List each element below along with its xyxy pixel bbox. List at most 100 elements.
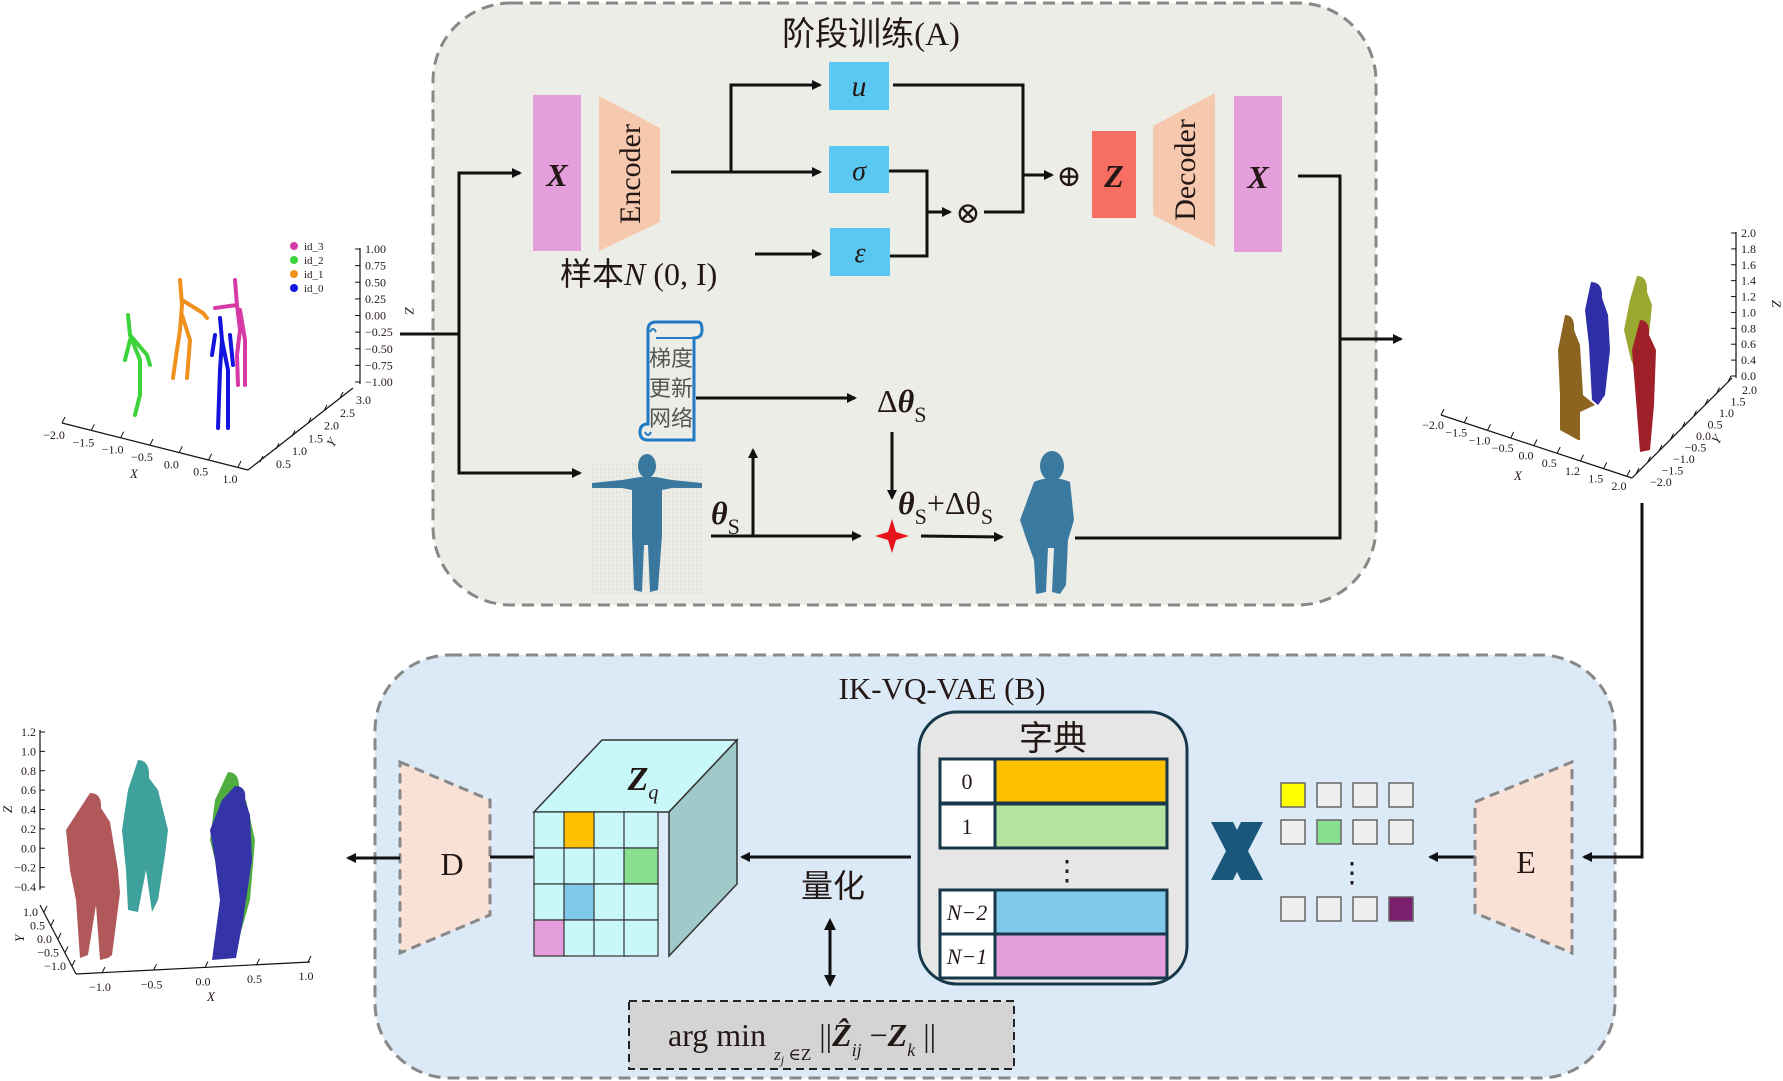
axis-tick-label: 2.5 (340, 406, 355, 420)
axis-tick-label: −1.00 (365, 375, 393, 389)
dictionary-row: 1 (938, 802, 1169, 850)
axis-tick-label: 0.2 (21, 822, 36, 836)
encoded-ellipsis: ⋮ (1338, 858, 1366, 889)
zq-cell (563, 847, 599, 885)
zq-cell (593, 847, 629, 885)
dictionary-codebook: 字典 01N−2N−1 ⋮ (917, 710, 1189, 986)
axis-tick-label: −0.50 (365, 342, 393, 356)
mu-block: u (829, 62, 889, 110)
axis-tick-label: 1.0 (23, 905, 38, 919)
axis-tick-label: 0.75 (365, 259, 386, 273)
axis-tick-label: 0.6 (21, 783, 36, 797)
axis-tick-label: 2.0 (1742, 383, 1757, 397)
axis-tick-label: 1.2 (21, 725, 36, 739)
epsilon-block: ε (830, 228, 890, 276)
stage-b-panel: IK-VQ-VAE (B) D Zq 量化 arg minzj ∈Z||Ẑij … (346, 653, 1617, 1080)
theta-plus-delta-label: θS+ΔθS (898, 485, 993, 529)
encoded-cell (1316, 819, 1342, 845)
skeleton-3d-plot: id_3id_2id_1id_0 1.000.750.500.250.00−0.… (43, 241, 417, 486)
svg-text:Z: Z (0, 805, 15, 813)
sigma-block: σ (829, 146, 889, 193)
svg-text:Y: Y (1708, 431, 1725, 447)
zq-cell (623, 883, 659, 921)
bidirectional-arrow (824, 918, 836, 987)
axis-tick-label: −2.0 (1650, 475, 1672, 489)
multiply-cross-icon (1211, 822, 1263, 880)
argmin-formula-box: arg minzj ∈Z||Ẑij −Zk || (628, 1000, 1015, 1070)
dictionary-row: N−2 (938, 888, 1169, 936)
dictionary-row-vector (993, 757, 1169, 805)
gradient-update-network-scroll: 梯度 更新 网络 (638, 320, 704, 442)
svg-text:Y: Y (323, 434, 340, 450)
mesh-figures-left (66, 760, 255, 960)
encoded-cell (1388, 819, 1414, 845)
zq-cell (593, 883, 629, 921)
axis-tick-label: 0.4 (1741, 353, 1756, 367)
legend-marker (290, 242, 298, 250)
skeleton-id-3 (213, 278, 247, 387)
axis-tick-label: 1.0 (292, 444, 307, 458)
sample-label: 样本N (0, I) (560, 256, 717, 292)
svg-text:E: E (1516, 844, 1536, 880)
oplus-symbol: ⊕ (1056, 160, 1081, 193)
add-star-icon (875, 519, 909, 553)
zq-cell (533, 883, 569, 921)
zq-label: Zq (627, 761, 659, 804)
axis-tick-label: 0.5 (247, 972, 262, 986)
decoder-block: Decoder (1153, 93, 1215, 247)
axis-tick-label: 0.8 (21, 764, 36, 778)
delta-theta-s-label: ΔθS (877, 383, 926, 427)
axis-tick-label: −0.2 (14, 861, 36, 875)
zq-cell (533, 847, 569, 885)
legend-label: id_2 (304, 255, 324, 267)
svg-text:arg minzj ∈Z||Ẑij −Zk ||: arg minzj ∈Z||Ẑij −Zk || (668, 1017, 936, 1067)
axis-tick-label: −2.0 (1422, 418, 1444, 432)
mesh-3d-plot-left: 1.21.00.80.60.40.20.0−0.2−0.4 Z 1.00.50.… (0, 725, 314, 1004)
axis-tick-label: −0.4 (14, 880, 36, 894)
axis-tick-label: 1.5 (308, 431, 323, 445)
legend-label: id_1 (304, 269, 324, 281)
axis-tick-label: 1.5 (1588, 471, 1603, 485)
skeleton-id-0 (210, 316, 235, 430)
svg-text:梯度: 梯度 (649, 346, 693, 371)
zq-cell (533, 811, 569, 849)
zq-cell (623, 919, 659, 957)
dictionary-row-vector (993, 802, 1169, 850)
axis-tick-label: −1.0 (102, 443, 124, 457)
axis-tick-label: 2.0 (1612, 479, 1627, 493)
skeleton-figures (123, 278, 247, 430)
axis-tick-label: 0.0 (37, 932, 52, 946)
axis-tick-label: 0.00 (365, 309, 386, 323)
zq-grid (533, 811, 659, 957)
legend-label: id_0 (304, 283, 324, 295)
axis-tick-label: −0.5 (37, 946, 59, 960)
svg-text:X: X (129, 466, 139, 481)
axis-tick-label: −0.25 (365, 325, 393, 339)
legend-marker (290, 270, 298, 278)
zq-cell (623, 847, 659, 885)
svg-text:X: X (1513, 468, 1523, 483)
svg-text:u: u (852, 70, 867, 103)
vq-decoder-d: D (398, 759, 492, 956)
skeleton-id-2 (123, 313, 152, 417)
zq-cell (563, 919, 599, 957)
encoded-cell (1280, 782, 1306, 808)
axis-tick-label: −1.0 (1673, 452, 1695, 466)
axis-tick-label: 0.0 (1696, 429, 1711, 443)
stage-a-title: 阶段训练(A) (782, 16, 960, 53)
axis-tick-label: 0.50 (365, 275, 386, 289)
zq-cell (593, 811, 629, 849)
axis-tick-label: 0.6 (1741, 337, 1756, 351)
zq-cube: Zq (532, 738, 739, 958)
legend-label: id_3 (304, 241, 324, 253)
mesh-3d-plot-right: 2.01.81.61.41.21.00.80.60.40.0 Z −2.0−1.… (1422, 226, 1783, 493)
encoded-cell (1388, 782, 1414, 808)
svg-text:更新: 更新 (649, 376, 693, 401)
axis-tick-label: 0.0 (196, 975, 211, 989)
axis-tick-label: −2.0 (43, 428, 65, 442)
vq-encoder-e: E (1473, 759, 1574, 956)
dictionary-row-index: N−1 (946, 944, 988, 969)
axis-tick-label: 1.4 (1741, 274, 1756, 288)
legend-marker (290, 256, 298, 264)
